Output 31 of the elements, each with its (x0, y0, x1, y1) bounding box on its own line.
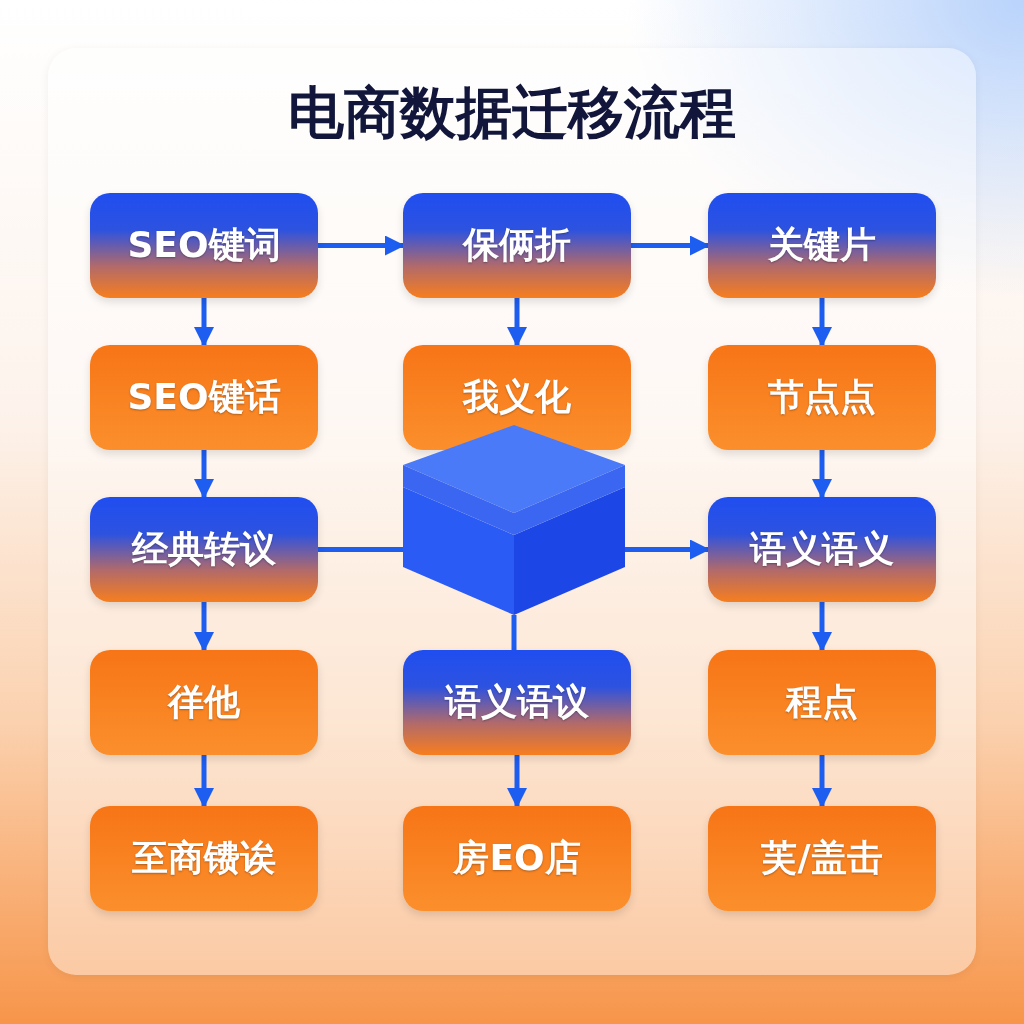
process-box: SEO键词 (90, 193, 318, 298)
process-box: 芙/盖击 (708, 806, 936, 911)
arrow (194, 755, 214, 808)
process-box: 我义化 (403, 345, 631, 450)
process-box: 语义语议 (403, 650, 631, 755)
process-box: 关键片 (708, 193, 936, 298)
arrow (625, 539, 710, 560)
arrow (194, 602, 214, 652)
title: 电商数据迁移流程 (287, 79, 737, 147)
process-box: 房EO店 (403, 806, 631, 911)
process-box: 语义语义 (708, 497, 936, 602)
cube-drawing (403, 425, 625, 615)
process-box: 节点点 (708, 345, 936, 450)
process-box: 保俩折 (403, 193, 631, 298)
process-box: 程点 (708, 650, 936, 755)
arrow (318, 235, 405, 256)
arrow (631, 235, 710, 256)
arrow (507, 755, 527, 808)
connector-line (318, 547, 403, 552)
process-box: SEO键话 (90, 345, 318, 450)
arrow (812, 755, 832, 808)
arrow (194, 298, 214, 347)
arrow (194, 450, 214, 499)
arrow (507, 298, 527, 347)
connector-line (511, 615, 517, 650)
arrow (812, 602, 832, 652)
arrow (812, 450, 832, 499)
process-box: 经典转议 (90, 497, 318, 602)
process-box: 至商镄诶 (90, 806, 318, 911)
arrow (812, 298, 832, 347)
process-box: 徉他 (90, 650, 318, 755)
